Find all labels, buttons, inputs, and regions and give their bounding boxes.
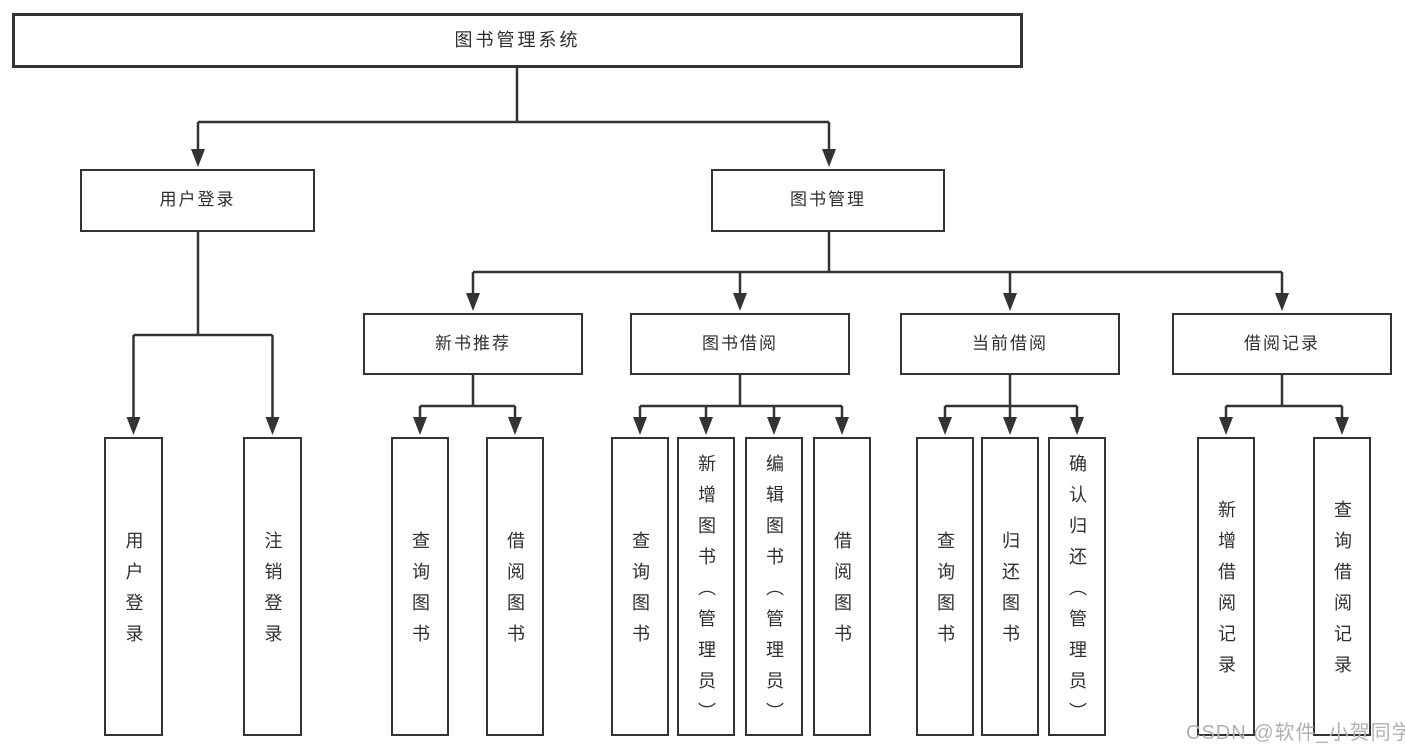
leaf-edit-books-admin-label: 编辑图书（管理员） — [764, 453, 784, 733]
leaf-current-query-books: 查询图书 — [916, 437, 974, 736]
node-root: 图书管理系统 — [12, 13, 1023, 68]
leaf-recommend-borrow-books-label: 借阅图书 — [505, 531, 525, 655]
leaf-add-books-admin: 新增图书（管理员） — [677, 437, 735, 736]
node-user-login: 用户登录 — [80, 169, 315, 232]
leaf-logout-label: 注销登录 — [262, 531, 283, 655]
leaf-add-books-admin-label: 新增图书（管理员） — [696, 453, 716, 733]
node-root-label: 图书管理系统 — [454, 29, 581, 50]
node-book-management-label: 图书管理 — [790, 190, 866, 210]
leaf-user-login-label: 用户登录 — [123, 531, 144, 655]
leaf-borrow-query-books: 查询图书 — [611, 437, 669, 736]
leaf-recommend-borrow-books: 借阅图书 — [486, 437, 544, 736]
leaf-confirm-return-admin: 确认归还（管理员） — [1048, 437, 1106, 736]
connector-user-login-to-leaves — [126, 232, 280, 435]
node-new-book-recommend-label: 新书推荐 — [435, 333, 511, 353]
node-borrow-records: 借阅记录 — [1172, 313, 1392, 375]
node-book-borrow-label: 图书借阅 — [702, 333, 778, 353]
leaf-current-query-books-label: 查询图书 — [935, 531, 955, 655]
leaf-return-books-label: 归还图书 — [1000, 531, 1020, 655]
leaf-recommend-query-books: 查询图书 — [391, 437, 449, 736]
leaf-return-books: 归还图书 — [981, 437, 1039, 736]
watermark: CSDN @软件_小贺同学 — [1186, 722, 1405, 744]
leaf-query-borrow-record: 查询借阅记录 — [1313, 437, 1371, 736]
leaf-add-borrow-record: 新增借阅记录 — [1197, 437, 1255, 736]
node-current-borrow-label: 当前借阅 — [972, 333, 1048, 353]
leaf-add-borrow-record-label: 新增借阅记录 — [1216, 500, 1236, 686]
connector-book-borrow-to-leaves — [633, 375, 849, 435]
connector-borrow-records-to-leaves — [1219, 375, 1349, 435]
leaf-user-login: 用户登录 — [104, 437, 163, 736]
leaf-edit-books-admin: 编辑图书（管理员） — [745, 437, 803, 736]
node-user-login-label: 用户登录 — [159, 190, 236, 210]
connector-current-borrow-to-leaves — [938, 375, 1084, 435]
leaf-logout: 注销登录 — [243, 437, 302, 736]
node-new-book-recommend: 新书推荐 — [363, 313, 583, 375]
node-book-management: 图书管理 — [711, 169, 945, 232]
node-current-borrow: 当前借阅 — [900, 313, 1120, 375]
node-borrow-records-label: 借阅记录 — [1244, 333, 1320, 353]
leaf-recommend-query-books-label: 查询图书 — [410, 531, 430, 655]
connector-root-to-level2 — [191, 68, 836, 167]
connector-new-book-recommend-to-leaves — [413, 375, 522, 435]
leaf-borrow-books: 借阅图书 — [813, 437, 871, 736]
node-book-borrow: 图书借阅 — [630, 313, 850, 375]
leaf-confirm-return-admin-label: 确认归还（管理员） — [1067, 453, 1087, 733]
leaf-borrow-books-label: 借阅图书 — [832, 531, 852, 655]
connector-book-management-to-groups — [466, 232, 1289, 311]
leaf-query-borrow-record-label: 查询借阅记录 — [1332, 500, 1352, 686]
leaf-borrow-query-books-label: 查询图书 — [630, 531, 650, 655]
